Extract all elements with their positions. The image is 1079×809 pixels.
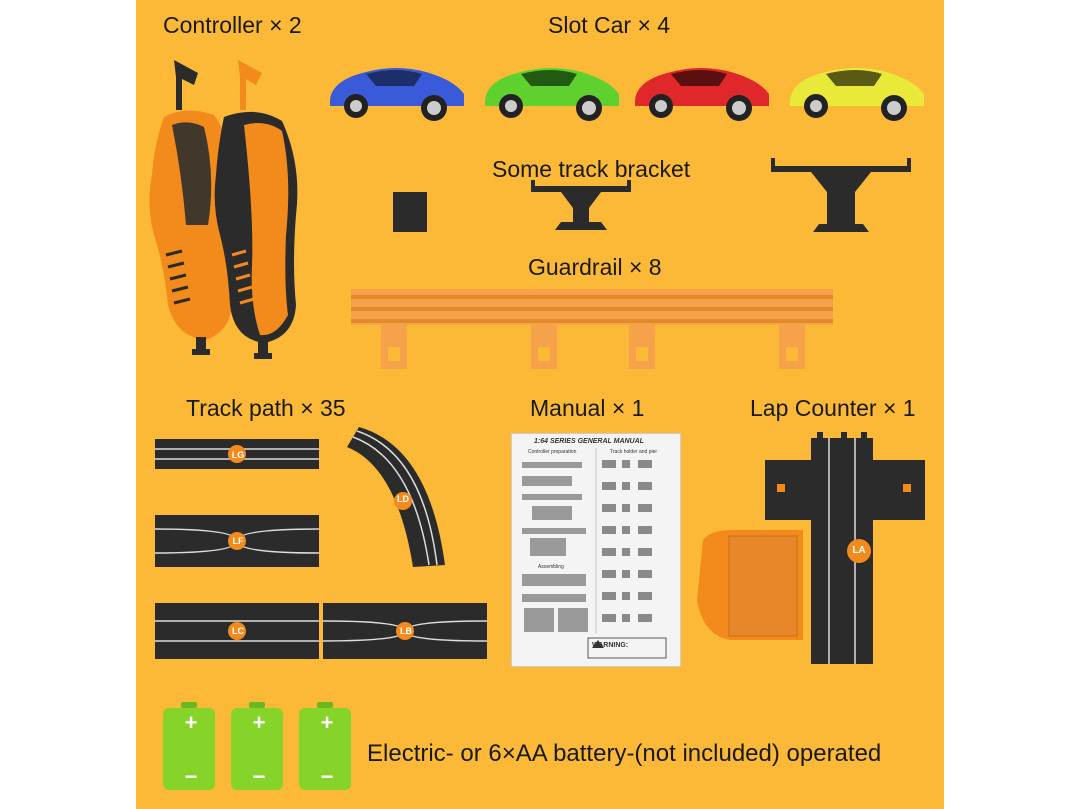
- plus-sign: +: [184, 710, 198, 735]
- slot-car-label: Slot Car × 4: [548, 12, 671, 38]
- track-lc: [155, 603, 319, 659]
- battery-icon: [231, 702, 283, 790]
- badge-lb: LB: [400, 626, 412, 636]
- minus-sign: −: [184, 764, 198, 789]
- track-brackets-image: [393, 158, 911, 232]
- slot-cars-image: [330, 68, 924, 121]
- track-pieces-image: [154, 427, 488, 659]
- guardrail-image: [351, 289, 833, 369]
- battery-label: Electric- or 6×AA battery-(not included)…: [367, 740, 882, 767]
- guardrail-label: Guardrail × 8: [528, 254, 662, 280]
- lap-counter-label: Lap Counter × 1: [750, 395, 916, 421]
- plus-sign: +: [252, 710, 266, 735]
- battery-icon: [299, 702, 351, 790]
- red-car: [635, 68, 769, 121]
- bracket-label: Some track bracket: [492, 156, 691, 182]
- track-ld: [347, 427, 445, 567]
- yellow-car: [790, 68, 924, 121]
- minus-sign: −: [252, 764, 266, 789]
- manual-section-right: Track holder and pier: [610, 449, 658, 455]
- batteries: + + + − − −: [161, 702, 361, 797]
- badge-lc: LC: [232, 626, 244, 636]
- battery-icon: [163, 702, 215, 790]
- track-lg: [155, 439, 319, 469]
- badge-ld: LD: [397, 494, 409, 504]
- plus-sign: +: [320, 710, 334, 735]
- controllers-image: [149, 60, 298, 359]
- badge-lf: LF: [232, 536, 244, 546]
- battery-icons: [163, 702, 351, 790]
- track-lf: [154, 515, 320, 567]
- manual-section-left: Controller preparation: [528, 449, 577, 455]
- manual-title: 1:64 SERIES GENERAL MANUAL: [534, 438, 644, 445]
- manual-image: 1:64 SERIES GENERAL MANUAL Controller pr…: [511, 433, 681, 667]
- manual-label: Manual × 1: [530, 395, 645, 421]
- product-panel: Controller × 2 Slot Car × 4 Some track b…: [136, 0, 944, 809]
- controller-label: Controller × 2: [163, 12, 302, 38]
- blue-car: [330, 68, 464, 121]
- badge-la: LA: [852, 545, 866, 556]
- track-lb: [322, 603, 488, 659]
- minus-sign: −: [320, 764, 334, 789]
- badge-lg: LG: [231, 450, 245, 460]
- lap-counter-image: [697, 432, 925, 664]
- manual-assembling: Assembling: [538, 564, 564, 570]
- track-path-label: Track path × 35: [186, 395, 346, 421]
- manual-warning: WARNING:: [592, 642, 629, 649]
- green-car: [485, 68, 619, 121]
